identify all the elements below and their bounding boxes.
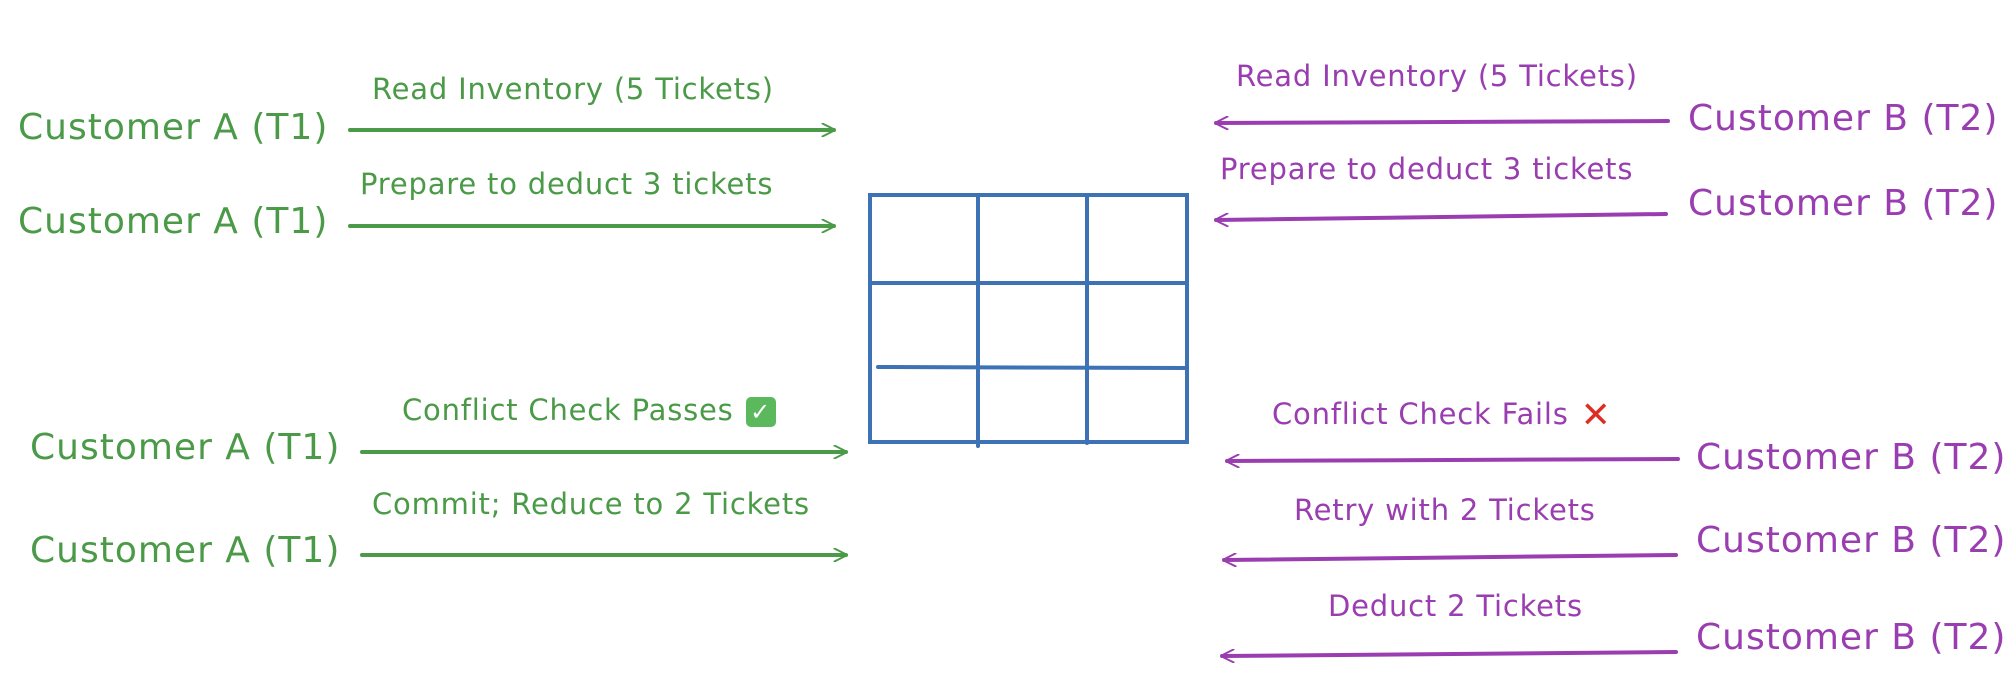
customer-a-arrows (348, 130, 848, 555)
arrow-b-retry (1222, 555, 1678, 560)
customer-a-label-4: Customer A (T1) (30, 530, 341, 571)
message-b-conflict-text: Conflict Check Fails (1272, 397, 1569, 431)
customer-b-label-4: Customer B (T2) (1696, 520, 2007, 561)
message-a-conflict-check: Conflict Check Passes ✓ (402, 396, 776, 427)
customer-a-label-2: Customer A (T1) (18, 201, 329, 242)
grid-outline (868, 193, 1189, 444)
message-b-deduct: Deduct 2 Tickets (1328, 589, 1583, 623)
customer-a-label-1: Customer A (T1) (18, 107, 329, 148)
arrow-b-read (1214, 121, 1670, 123)
message-a-prepare-deduct: Prepare to deduct 3 tickets (360, 167, 774, 201)
customer-b-label-2: Customer B (T2) (1688, 183, 1999, 224)
arrow-b-deduct (1220, 652, 1678, 656)
database-table-grid (868, 193, 1189, 448)
message-a-read-inventory: Read Inventory (5 Tickets) (372, 72, 774, 106)
message-a-conflict-text: Conflict Check Passes (402, 393, 734, 427)
message-b-conflict-check: Conflict Check Fails ✕ (1272, 398, 1612, 434)
message-b-read-inventory: Read Inventory (5 Tickets) (1236, 59, 1638, 93)
message-b-prepare-deduct: Prepare to deduct 3 tickets (1220, 152, 1634, 186)
grid-line-h2 (876, 365, 1189, 370)
customer-b-arrows (1214, 121, 1680, 656)
check-mark-icon: ✓ (745, 397, 776, 427)
cross-mark-icon: ✕ (1580, 395, 1612, 436)
customer-a-label-3: Customer A (T1) (30, 427, 341, 468)
arrow-b-prepare (1214, 212, 1668, 220)
arrow-b-conflict (1225, 459, 1680, 461)
message-b-retry: Retry with 2 Tickets (1294, 493, 1596, 527)
customer-b-label-1: Customer B (T2) (1688, 98, 1999, 139)
customer-b-label-5: Customer B (T2) (1696, 617, 2007, 658)
customer-b-label-3: Customer B (T2) (1696, 437, 2007, 478)
message-a-commit: Commit; Reduce to 2 Tickets (372, 487, 810, 521)
